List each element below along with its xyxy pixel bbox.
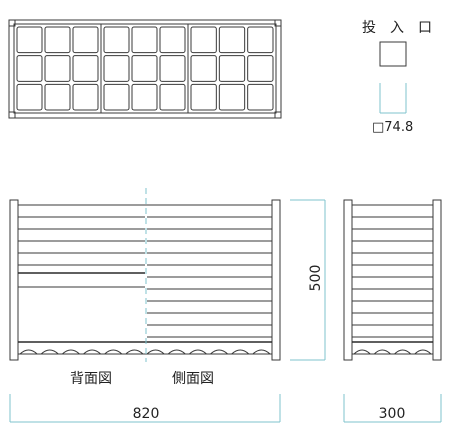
grid-cell bbox=[218, 55, 246, 82]
grid-cell bbox=[159, 26, 186, 54]
foot-arc bbox=[373, 349, 391, 355]
left-post bbox=[9, 199, 19, 361]
grid-cell bbox=[131, 83, 158, 111]
side-view-label: 側面図 bbox=[172, 371, 214, 387]
corner-post bbox=[274, 111, 282, 119]
grid-cell bbox=[44, 55, 71, 82]
foot-arc bbox=[210, 349, 229, 355]
grid-cell bbox=[218, 83, 246, 111]
foot-arc bbox=[19, 349, 38, 355]
back-slats bbox=[18, 216, 145, 266]
grid-cell bbox=[72, 83, 99, 111]
grid-cell bbox=[72, 26, 99, 54]
foot-arc bbox=[188, 349, 207, 355]
foot-arc bbox=[394, 349, 412, 355]
top-view-inner-frame bbox=[13, 23, 277, 114]
grid-cell bbox=[72, 55, 99, 82]
grid-cell bbox=[218, 26, 246, 54]
end-slats bbox=[352, 216, 433, 338]
corner-post bbox=[8, 19, 16, 27]
grid-cell bbox=[131, 55, 158, 82]
top-view bbox=[8, 19, 282, 119]
back-side-elevation: 背面図 側面図 bbox=[9, 188, 281, 387]
side-slats bbox=[147, 216, 272, 338]
width-dimension-value: 820 bbox=[133, 406, 160, 422]
end-left-post bbox=[343, 199, 353, 361]
end-base-feet bbox=[353, 349, 432, 355]
height-dimension-value: 500 bbox=[308, 265, 324, 292]
end-right-post bbox=[432, 199, 442, 361]
grid-cell bbox=[131, 26, 158, 54]
corner-post bbox=[8, 111, 16, 119]
grid-cell bbox=[159, 83, 186, 111]
grid-cell bbox=[103, 55, 130, 82]
grid-cell bbox=[247, 83, 274, 111]
end-elevation bbox=[343, 199, 442, 361]
grid-cell bbox=[190, 83, 217, 111]
depth-dimension-value: 300 bbox=[379, 406, 406, 422]
right-post bbox=[271, 199, 281, 361]
foot-arc bbox=[231, 349, 250, 355]
grid-cell bbox=[190, 26, 217, 54]
grid-cell bbox=[247, 26, 274, 54]
top-view-outer-frame bbox=[8, 19, 282, 119]
grid-cell bbox=[16, 26, 43, 54]
foot-arc bbox=[40, 349, 59, 355]
grid-cell bbox=[103, 26, 130, 54]
grid-cell bbox=[16, 55, 43, 82]
grid-cell bbox=[16, 83, 43, 111]
grid-cell bbox=[190, 55, 217, 82]
top-view-grid bbox=[16, 26, 274, 111]
grid-cell bbox=[44, 26, 71, 54]
foot-arc bbox=[61, 349, 80, 355]
foot-arc bbox=[125, 349, 144, 355]
foot-arc bbox=[252, 349, 271, 355]
foot-arc bbox=[414, 349, 432, 355]
inlet-square bbox=[379, 41, 407, 67]
width-dimension: 820 bbox=[9, 394, 281, 423]
foot-arc bbox=[104, 349, 123, 355]
base-feet bbox=[19, 349, 271, 355]
inlet-size: □74.8 bbox=[372, 120, 413, 135]
foot-arc bbox=[167, 349, 186, 355]
grid-cell bbox=[247, 55, 274, 82]
foot-arc bbox=[146, 349, 165, 355]
corner-post bbox=[274, 19, 282, 27]
height-dimension: 500 bbox=[290, 199, 326, 361]
grid-cell bbox=[103, 83, 130, 111]
inlet-detail: 投 入 口 □74.8 bbox=[362, 20, 432, 135]
depth-dimension: 300 bbox=[343, 394, 442, 423]
foot-arc bbox=[83, 349, 102, 355]
foot-arc bbox=[353, 349, 371, 355]
grid-cell bbox=[44, 83, 71, 111]
inlet-title: 投 入 口 bbox=[362, 20, 432, 36]
grid-cell bbox=[159, 55, 186, 82]
back-view-label: 背面図 bbox=[70, 371, 112, 387]
